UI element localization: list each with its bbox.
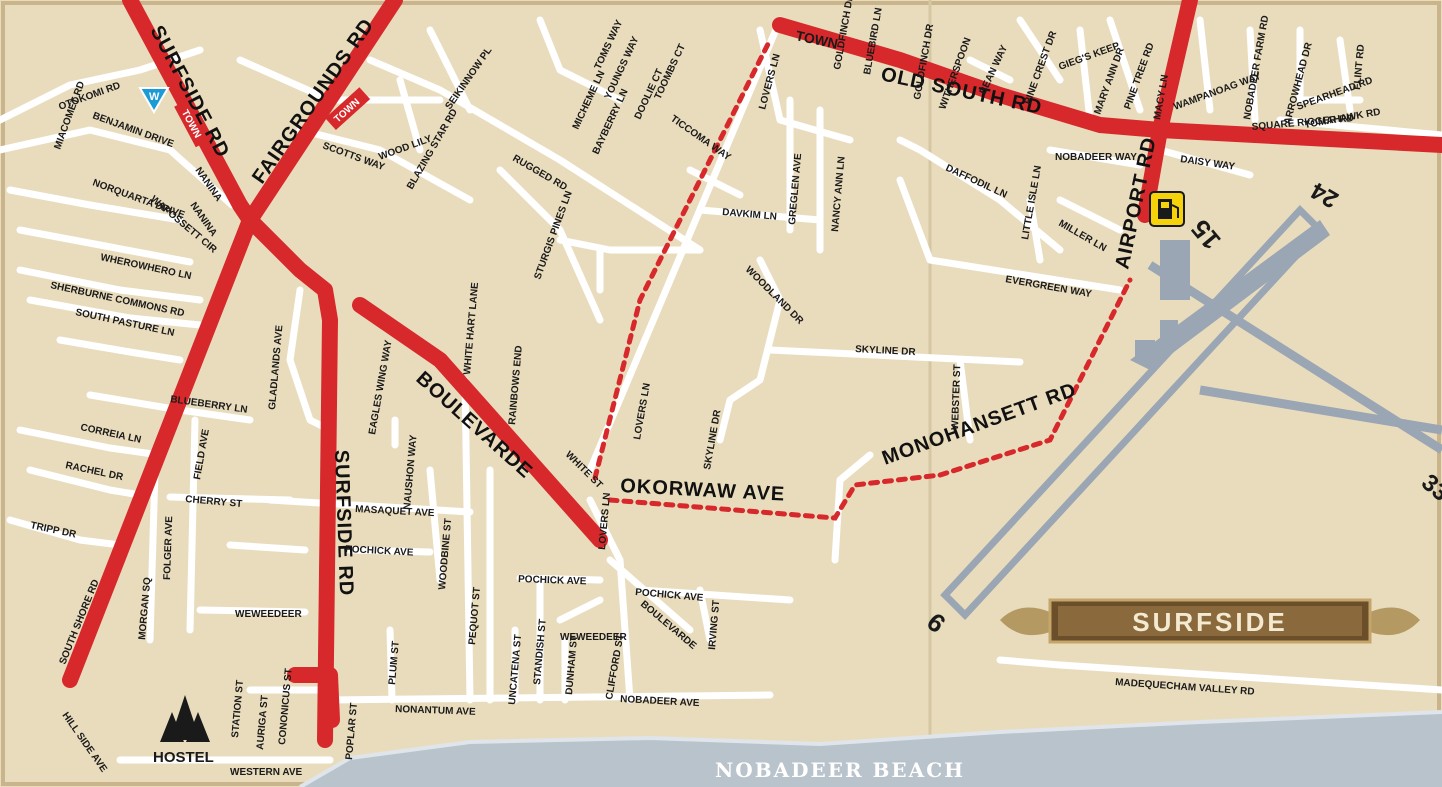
hostel-icon[interactable]: HOSTEL — [153, 695, 214, 766]
street-label-station: STATION ST — [230, 680, 246, 739]
street-label-dunham: DUNHAM ST — [564, 635, 580, 696]
street-label-davkim: DAVKIM LN — [722, 207, 778, 223]
gas-station-icon[interactable] — [1149, 191, 1185, 227]
minor-roads — [0, 16, 1442, 764]
area-banner-label: SURFSIDE — [1132, 607, 1287, 637]
street-label-nobadeerway: NOBADEER WAY — [1055, 152, 1137, 163]
street-label-nobadeerave: NOBADEER AVE — [620, 694, 700, 709]
water-tower-icon[interactable]: W — [138, 87, 170, 114]
bike-paths — [592, 37, 1133, 521]
street-label-weweedeer2: WEWEEDEER — [560, 632, 627, 643]
street-label-pochick1: POCHICK AVE — [345, 544, 414, 559]
label-surfside-rd-south: SURFSIDE RD — [330, 449, 357, 596]
street-label-masaquet: MASAQUET AVE — [355, 504, 435, 519]
street-label-nonantum: NONANTUM AVE — [395, 704, 476, 718]
major-roads — [62, 0, 1442, 748]
street-label-weweedeer1: WEWEEDEER — [235, 609, 302, 620]
hostel-label: HOSTEL — [153, 749, 214, 766]
shoreline — [298, 710, 1442, 787]
street-label-water: W — [149, 91, 160, 103]
street-label-auriga: AURIGA ST — [255, 695, 271, 750]
street-label-irving: IRVING ST — [707, 600, 722, 651]
street-label-skylinedr: SKYLINE DR — [855, 344, 917, 358]
street-label-loverslow: LOVERS LN — [597, 492, 613, 550]
street-label-cherry: CHERRY ST — [185, 494, 243, 510]
street-label-poplar: POPLAR ST — [344, 702, 360, 760]
street-label-plum: PLUM ST — [387, 641, 402, 686]
ocean — [300, 712, 1442, 787]
street-label-flint: FLINT RD — [1352, 44, 1367, 90]
street-label-morgan: MORGAN SQ — [137, 577, 153, 641]
street-label-pequot: PEQUOT ST — [467, 587, 483, 646]
street-label-folger: FOLGER AVE — [162, 516, 175, 581]
street-label-pochick2: POCHICK AVE — [518, 574, 587, 587]
airport — [940, 204, 1442, 621]
street-label-webster: WEBSTER ST — [950, 364, 963, 430]
street-label-western: WESTERN AVE — [230, 767, 303, 778]
beach-label: NOBADEER BEACH — [715, 758, 965, 782]
area-banner: SURFSIDE — [1000, 598, 1420, 644]
